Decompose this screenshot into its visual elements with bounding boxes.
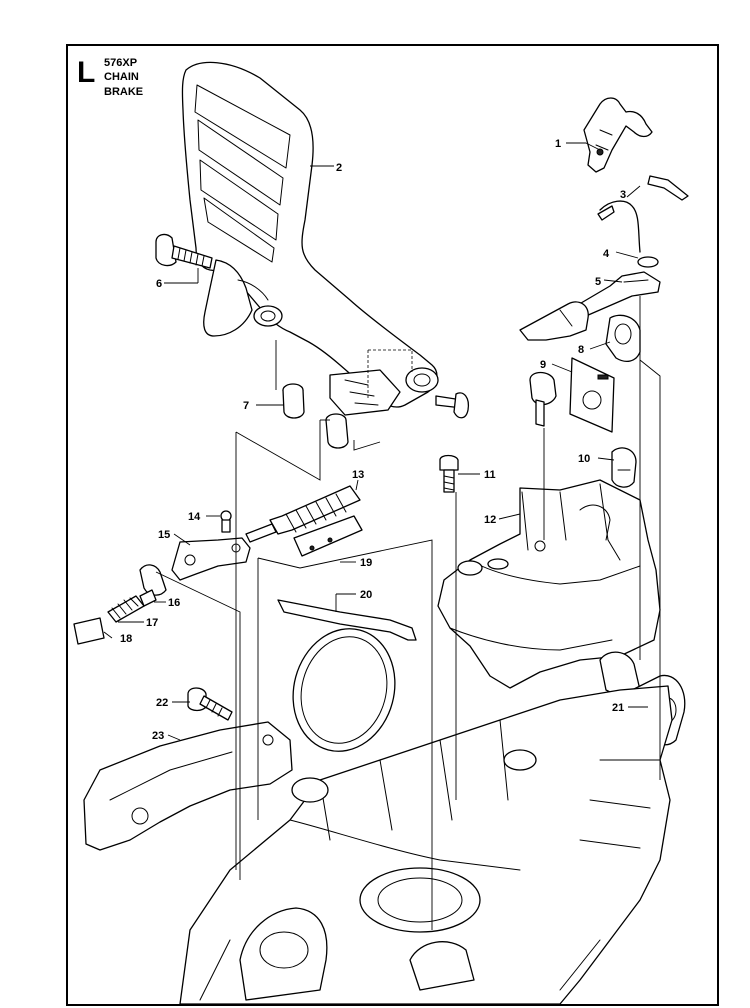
callout-6: 6 [156, 278, 162, 290]
callout-15: 15 [158, 529, 170, 541]
part-brake-lever-15 [139, 537, 251, 596]
part-bracket [529, 371, 557, 427]
callout-18: 18 [120, 633, 132, 645]
callout-3: 3 [620, 189, 626, 201]
callout-2: 2 [336, 162, 342, 174]
callout-14: 14 [188, 511, 201, 523]
callout-9: 9 [540, 359, 546, 371]
part-link-5 [575, 271, 661, 317]
title-line-brake: BRAKE [104, 86, 143, 98]
part-plate-9 [569, 357, 615, 433]
title-line-model: 576XP [104, 57, 137, 69]
part-cover-23 [83, 721, 293, 851]
diagram-frame [66, 44, 719, 1006]
leader-lines [103, 142, 661, 930]
part-guard-screw [435, 392, 470, 419]
part-crankcase [179, 685, 673, 1005]
part-block-18 [73, 617, 105, 645]
callout-1: 1 [555, 138, 561, 150]
part-screw-6 [155, 233, 213, 269]
callout-12: 12 [484, 514, 496, 526]
part-lever-1 [583, 97, 653, 173]
part-clip-19 [293, 515, 363, 557]
callout-5: 5 [595, 276, 601, 288]
part-bushing-7 [282, 383, 349, 449]
callout-8: 8 [578, 344, 584, 356]
callout-16: 16 [168, 597, 180, 609]
part-spring-17 [107, 589, 157, 623]
callout-17: 17 [146, 617, 158, 629]
callout-22: 22 [156, 697, 168, 709]
callout-numbers: 1 2 3 4 5 6 7 8 9 10 11 12 13 14 15 16 1… [120, 138, 626, 742]
part-hand-guard [181, 61, 439, 416]
callout-10: 10 [578, 453, 590, 465]
part-bracket-10 [611, 447, 637, 488]
part-screw-14 [220, 510, 232, 533]
part-spring-13 [245, 485, 361, 543]
part-bolt-11 [439, 454, 459, 493]
part-spring-3 [647, 175, 689, 201]
callout-7: 7 [243, 400, 249, 412]
callout-4: 4 [603, 248, 610, 260]
callout-13: 13 [352, 469, 364, 481]
part-screw-22 [187, 687, 233, 721]
part-trigger-8 [519, 301, 641, 363]
part-wire-4 [597, 200, 659, 268]
title-line-chain: CHAIN [104, 71, 139, 83]
callout-23: 23 [152, 730, 164, 742]
callout-11: 11 [484, 469, 496, 481]
section-letter: L [77, 56, 95, 89]
callout-21: 21 [612, 702, 624, 714]
part-brake-band-20 [277, 599, 417, 752]
callout-20: 20 [360, 589, 372, 601]
part-housing-12 [437, 479, 661, 689]
callout-19: 19 [360, 557, 372, 569]
